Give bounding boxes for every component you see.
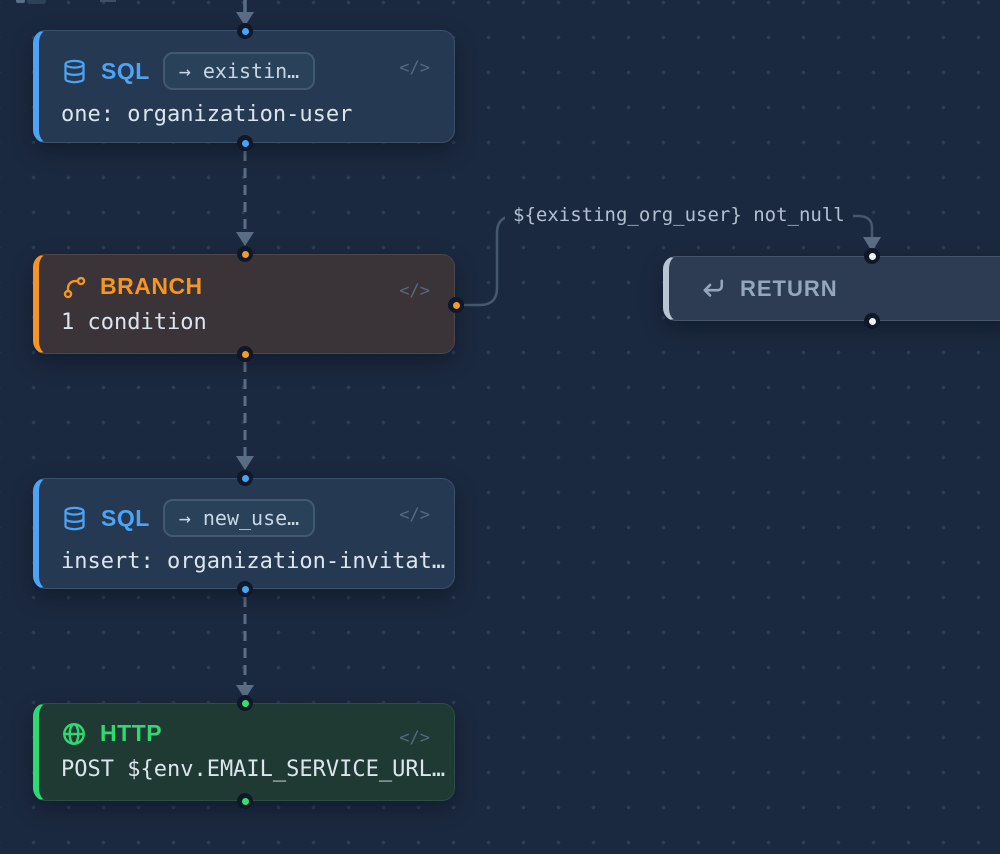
node-sql-1-header: SQL → existin… bbox=[61, 31, 430, 90]
corner-down-left-icon bbox=[703, 279, 724, 297]
edge-branch-return-line bbox=[461, 214, 874, 307]
view-code-button[interactable]: </> bbox=[399, 58, 430, 78]
edge-branch-sql2-arrowhead bbox=[236, 456, 254, 470]
node-summary: 1 condition bbox=[61, 310, 207, 335]
node-sql-2[interactable]: SQL → new_use… insert: organization-invi… bbox=[33, 478, 455, 589]
port-sql2-bottom[interactable] bbox=[237, 581, 253, 597]
node-branch-header: BRANCH bbox=[61, 255, 430, 300]
port-http-top[interactable] bbox=[237, 695, 253, 711]
node-type-label: BRANCH bbox=[100, 273, 203, 299]
port-http-bottom[interactable] bbox=[237, 793, 253, 809]
node-type-label: SQL bbox=[101, 504, 150, 531]
view-code-button[interactable]: </> bbox=[399, 505, 430, 525]
offscreen-node-fragment bbox=[100, 0, 116, 2]
node-type-label: RETURN bbox=[740, 275, 838, 301]
port-return-top[interactable] bbox=[864, 248, 880, 264]
node-sql-2-header: SQL → new_use… bbox=[61, 479, 430, 537]
node-http-header: HTTP bbox=[61, 704, 430, 747]
node-summary: POST ${env.EMAIL_SERVICE_URL… bbox=[61, 757, 446, 782]
output-variable-badge[interactable]: → existin… bbox=[162, 52, 316, 90]
port-return-bottom[interactable] bbox=[864, 313, 880, 329]
database-icon bbox=[64, 59, 85, 83]
port-sql2-top[interactable] bbox=[237, 470, 253, 486]
offscreen-node-fragment bbox=[16, 0, 25, 3]
node-type-label: SQL bbox=[101, 57, 150, 84]
offscreen-node-fragment bbox=[27, 0, 46, 4]
node-branch[interactable]: BRANCH 1 condition </> bbox=[33, 254, 455, 354]
view-code-button[interactable]: </> bbox=[399, 728, 430, 748]
node-return-header: RETURN bbox=[699, 275, 838, 303]
port-sql1-bottom[interactable] bbox=[237, 135, 253, 151]
edge-branch-return-arrowhead bbox=[863, 237, 881, 252]
edge-sql1-branch-arrowhead bbox=[236, 232, 254, 246]
view-code-button[interactable]: </> bbox=[399, 281, 430, 301]
port-branch-right[interactable] bbox=[448, 297, 464, 313]
node-type-label: HTTP bbox=[100, 720, 163, 746]
port-branch-top[interactable] bbox=[237, 246, 253, 262]
edge-condition-label: ${existing_org_user} not_null bbox=[505, 202, 853, 228]
edge-incoming-arrowhead bbox=[236, 12, 254, 26]
node-http[interactable]: HTTP POST ${env.EMAIL_SERVICE_URL… </> bbox=[33, 703, 455, 801]
database-icon bbox=[64, 506, 85, 530]
node-sql-1[interactable]: SQL → existin… one: organization-user </… bbox=[33, 30, 455, 143]
git-branch-icon bbox=[63, 276, 86, 298]
edge-sql2-http-arrowhead bbox=[236, 685, 254, 699]
output-variable-badge[interactable]: → new_use… bbox=[162, 499, 316, 537]
globe-icon bbox=[63, 722, 85, 745]
node-summary: insert: organization-invitat… bbox=[61, 549, 446, 574]
node-summary: one: organization-user bbox=[61, 102, 353, 127]
port-branch-bottom[interactable] bbox=[237, 346, 253, 362]
port-sql1-top[interactable] bbox=[237, 23, 253, 39]
node-return[interactable]: RETURN bbox=[663, 256, 1000, 321]
